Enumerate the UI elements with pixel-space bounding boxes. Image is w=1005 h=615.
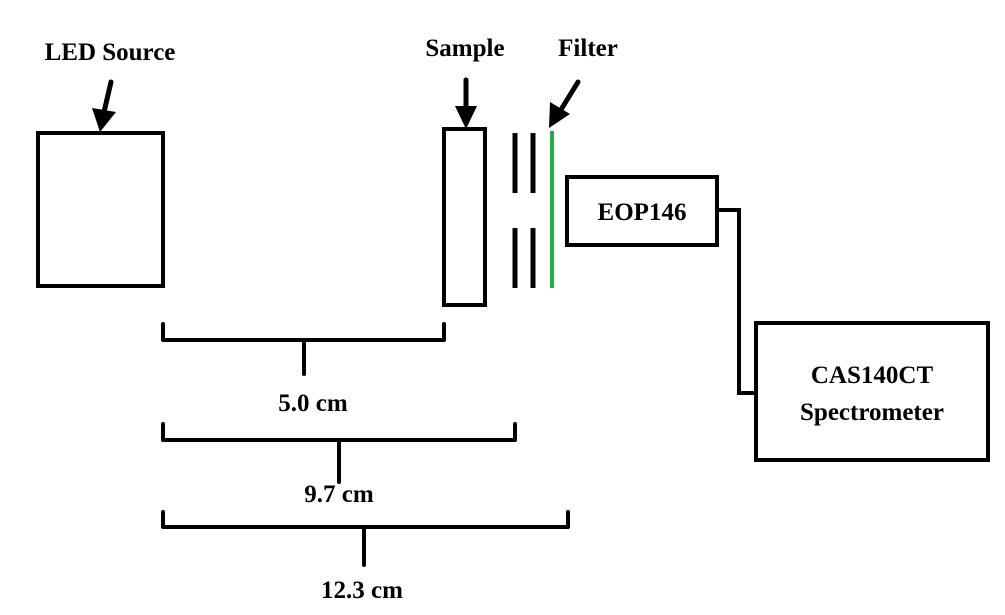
spectrometer-label-line1: CAS140CT <box>811 362 934 389</box>
led-source-label: LED Source <box>45 39 176 66</box>
sample-arrow <box>455 77 477 129</box>
sample-cuvette <box>442 127 487 307</box>
distance-label-sample: 5.0 cm <box>278 390 348 417</box>
distance-brace-sample <box>161 322 446 376</box>
distance-brace-detector <box>161 510 570 567</box>
distance-label-detector: 12.3 cm <box>321 577 403 604</box>
spectrometer-box <box>754 321 990 462</box>
filter-arrow <box>549 79 581 128</box>
detector-label: EOP146 <box>598 199 687 226</box>
spectrometer-label-line2: Spectrometer <box>800 399 944 426</box>
sample-label: Sample <box>425 35 504 62</box>
filter-label: Filter <box>558 35 618 62</box>
distance-label-aperture: 9.7 cm <box>304 481 374 508</box>
led-source-arrow <box>92 79 116 132</box>
fiber-connection <box>717 208 756 395</box>
led-source-box <box>36 131 165 288</box>
distance-brace-aperture <box>161 422 517 484</box>
